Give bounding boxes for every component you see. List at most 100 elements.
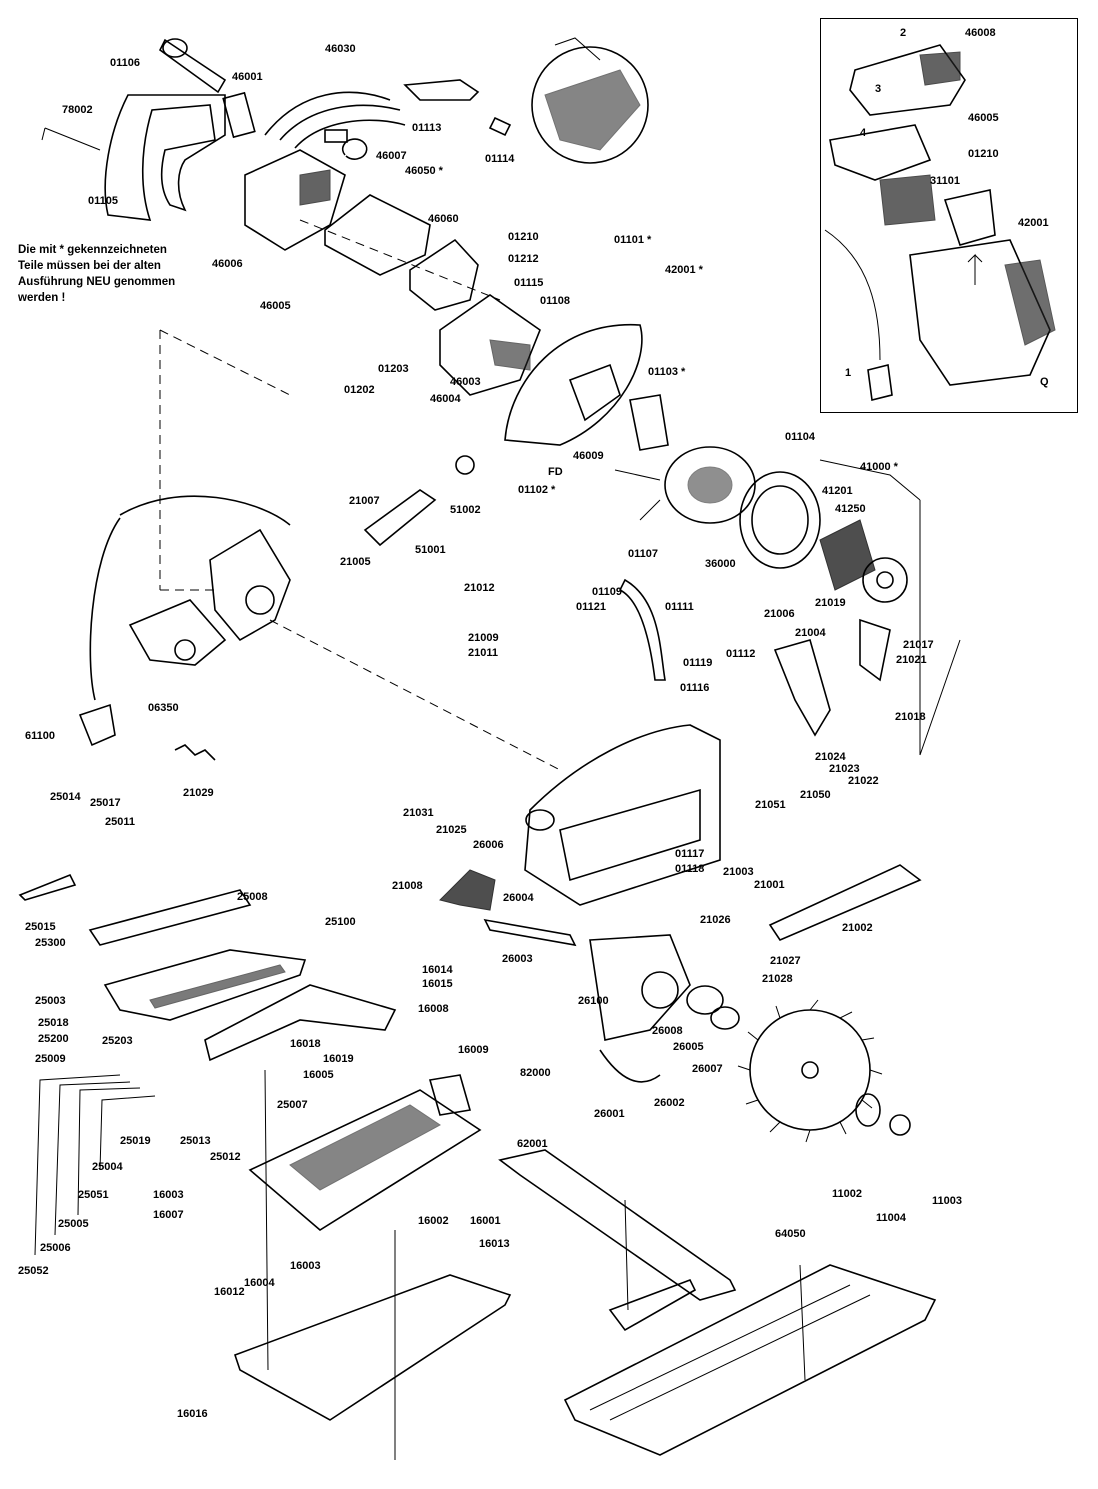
saw-blade-drawing bbox=[737, 999, 883, 1143]
label-21005: 21005 bbox=[340, 556, 371, 568]
inset-label-46008: 46008 bbox=[965, 27, 996, 39]
label-16009: 16009 bbox=[458, 1044, 489, 1056]
label-25017: 25017 bbox=[90, 797, 121, 809]
handle-grip-drawing bbox=[363, 489, 437, 547]
circuit-board-drawing bbox=[324, 194, 431, 276]
note-line-3: Ausführung NEU genommen bbox=[18, 276, 176, 288]
label-62001: 62001 bbox=[517, 1138, 548, 1150]
label-26002: 26002 bbox=[654, 1097, 685, 1109]
label-01104: 01104 bbox=[785, 431, 816, 443]
main-housing-drawing bbox=[524, 724, 721, 906]
label-16001: 16001 bbox=[470, 1215, 501, 1227]
label-26004: 26004 bbox=[503, 892, 534, 904]
label-25007: 25007 bbox=[277, 1099, 308, 1111]
label-51001: 51001 bbox=[415, 544, 446, 556]
label-16003a: 16003 bbox=[153, 1189, 184, 1201]
clamp-drawing bbox=[403, 79, 480, 101]
label-01107: 01107 bbox=[628, 548, 658, 560]
label-21051: 21051 bbox=[755, 799, 786, 811]
label-21024: 21024 bbox=[815, 751, 846, 763]
label-46006: 46006 bbox=[212, 258, 243, 270]
label-41000: 41000 * bbox=[860, 461, 899, 473]
label-21012: 21012 bbox=[464, 582, 495, 594]
cover-drawing bbox=[409, 238, 479, 311]
label-26008: 26008 bbox=[652, 1025, 683, 1037]
label-01117: 01117 bbox=[675, 848, 704, 860]
label-21007: 21007 bbox=[349, 495, 380, 507]
guide-sheet-drawing bbox=[563, 1264, 937, 1456]
base-frame-drawing bbox=[204, 984, 397, 1062]
label-01121: 01121 bbox=[576, 601, 606, 613]
label-21003: 21003 bbox=[723, 866, 754, 878]
label-16013: 16013 bbox=[479, 1238, 510, 1250]
inset-label-3: 3 bbox=[875, 83, 881, 95]
bracket-drawing bbox=[629, 394, 669, 451]
wire-harness-drawing bbox=[264, 91, 406, 149]
label-01212: 01212 bbox=[508, 253, 539, 265]
inset-label-31101: 31101 bbox=[930, 175, 960, 187]
revision-note: Die mit * gekennzeichneten Teile müssen … bbox=[18, 242, 218, 306]
inset-detail-frame bbox=[820, 18, 1078, 413]
label-21019: 21019 bbox=[815, 597, 846, 609]
label-16002: 16002 bbox=[418, 1215, 449, 1227]
label-26007: 26007 bbox=[692, 1063, 723, 1075]
label-16016: 16016 bbox=[177, 1408, 208, 1420]
label-26003: 26003 bbox=[502, 953, 533, 965]
label-25013: 25013 bbox=[180, 1135, 211, 1147]
label-16015: 16015 bbox=[422, 978, 453, 990]
label-16005: 16005 bbox=[303, 1069, 334, 1081]
label-01103: 01103 * bbox=[648, 366, 686, 378]
label-16004: 16004 bbox=[244, 1277, 275, 1289]
label-25004: 25004 bbox=[92, 1161, 123, 1173]
note-line-1: Die mit * gekennzeichneten bbox=[18, 244, 167, 256]
label-25008: 25008 bbox=[237, 891, 268, 903]
inset-labels: 2 46008 3 46005 4 01210 31101 42001 1 Q bbox=[845, 27, 1049, 388]
label-26005: 26005 bbox=[673, 1041, 704, 1053]
label-41201: 41201 bbox=[822, 485, 853, 497]
base-plate-drawing bbox=[248, 1074, 482, 1231]
label-46004: 46004 bbox=[430, 393, 461, 405]
label-25009: 25009 bbox=[35, 1053, 66, 1065]
label-46050: 46050 * bbox=[405, 165, 444, 177]
label-25203: 25203 bbox=[102, 1035, 133, 1047]
label-21002: 21002 bbox=[842, 922, 873, 934]
label-41250: 41250 bbox=[835, 503, 866, 515]
label-06350: 06350 bbox=[148, 702, 179, 714]
label-46001: 46001 bbox=[232, 71, 263, 83]
inset-label-Q: Q bbox=[1040, 376, 1049, 388]
knob-drawing bbox=[439, 869, 496, 911]
label-26006: 26006 bbox=[473, 839, 504, 851]
lower-guard-drawing bbox=[589, 934, 691, 1083]
label-46005: 46005 bbox=[260, 300, 291, 312]
label-FD: FD bbox=[548, 466, 563, 478]
label-25011: 25011 bbox=[105, 816, 135, 828]
label-01116: 01116 bbox=[680, 682, 709, 694]
note-line-4: werden ! bbox=[18, 292, 66, 304]
label-25052: 25052 bbox=[18, 1265, 49, 1277]
label-01111: 01111 bbox=[665, 601, 694, 613]
inset-label-4: 4 bbox=[860, 127, 867, 139]
switch-drawing bbox=[222, 91, 256, 139]
label-21025: 21025 bbox=[436, 824, 467, 836]
label-01118: 01118 bbox=[675, 863, 704, 875]
label-21006: 21006 bbox=[764, 608, 795, 620]
label-25300: 25300 bbox=[35, 937, 66, 949]
brush-detail-circle bbox=[531, 37, 649, 164]
label-16019: 16019 bbox=[323, 1053, 354, 1065]
label-21023: 21023 bbox=[829, 763, 860, 775]
label-46009: 46009 bbox=[573, 450, 604, 462]
label-25012: 25012 bbox=[210, 1151, 241, 1163]
armature-drawing bbox=[819, 459, 921, 603]
label-21009: 21009 bbox=[468, 632, 499, 644]
label-46030: 46030 bbox=[325, 43, 356, 55]
label-11003: 11003 bbox=[932, 1195, 962, 1207]
power-cable-drawing bbox=[119, 495, 291, 526]
label-51002: 51002 bbox=[450, 504, 481, 516]
rail-bar-drawing bbox=[768, 864, 922, 941]
label-01106: 01106 bbox=[110, 57, 140, 69]
label-16003b: 16003 bbox=[290, 1260, 321, 1272]
spring-drawing bbox=[174, 744, 216, 761]
label-25005: 25005 bbox=[58, 1218, 89, 1230]
label-01102: 01102 * bbox=[518, 484, 556, 496]
